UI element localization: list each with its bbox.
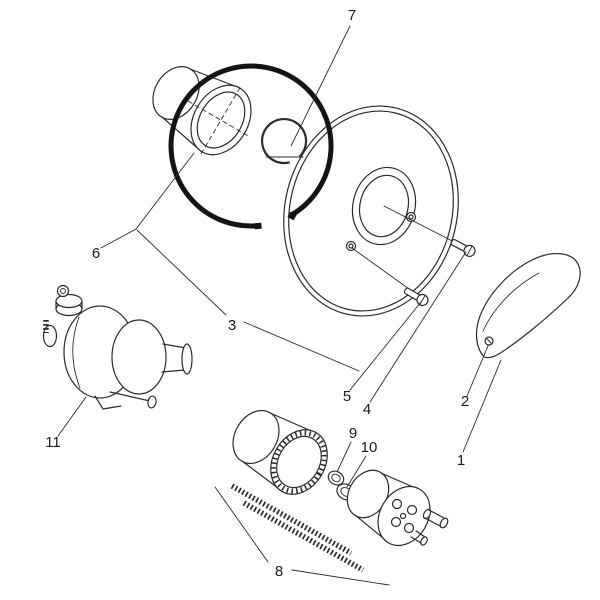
- leader-part-9: [336, 441, 352, 473]
- part-label-4: 4: [363, 401, 371, 418]
- leader-part-11: [57, 396, 87, 437]
- leader-part-10: [346, 455, 367, 488]
- handle-lever-outline: [475, 253, 581, 359]
- stop-sleeve: [232, 409, 328, 495]
- plate-rim-line: [288, 110, 454, 312]
- stop-sleeve-knurling: [271, 430, 327, 494]
- cartridge: [346, 469, 431, 547]
- bracket-part-8-right: [291, 569, 390, 586]
- screw-axis-line-lower: [351, 247, 417, 295]
- seal-ring-part-7: [261, 118, 308, 165]
- plate-screw-hole-bottom-inner: [348, 243, 354, 249]
- plate-hub-inner: [358, 174, 410, 238]
- cartridge-hole-1: [391, 498, 403, 510]
- set-screw-part-2: [484, 336, 494, 346]
- stop-sleeve-bore: [276, 435, 322, 489]
- cartridge-stub-top: [410, 536, 422, 544]
- leader-part-6: [100, 152, 195, 249]
- cartridge-hole-2: [406, 504, 418, 516]
- part-label-5: 5: [343, 388, 351, 405]
- handle-edge-highlight: [482, 272, 540, 332]
- valve-stub-top: [162, 343, 187, 349]
- screw-part-4: [450, 238, 476, 257]
- valve-bottom-lever: [109, 391, 151, 402]
- sleeve-centerline-axis: [187, 100, 251, 138]
- screw-axis-line-upper: [383, 205, 463, 247]
- valve-port-knob-inner: [60, 288, 66, 294]
- threaded-rod-1: [230, 483, 353, 556]
- bracket-part-3-right: [243, 321, 360, 372]
- valve-stub-cap: [181, 343, 193, 375]
- cartridge-hole-4: [403, 522, 415, 534]
- screw-part-5: [403, 287, 429, 307]
- pin-bottom-edge: [424, 517, 443, 528]
- part-label-11: 11: [45, 434, 61, 451]
- o-ring-part-9: [327, 470, 345, 486]
- leader-lines: [57, 25, 502, 586]
- split-ring: [168, 63, 334, 230]
- plate-screw-hole-top-inner: [408, 214, 414, 220]
- sleeve-part-6: [152, 66, 252, 156]
- split-ring-end-lug-left: [254, 222, 262, 230]
- cartridge-stub-cap: [420, 536, 428, 546]
- cartridge-front-face: [377, 485, 431, 547]
- valve-port-ring-upper: [55, 293, 83, 309]
- valve-stub-bottom: [161, 369, 186, 373]
- valve-body-front: [111, 319, 167, 395]
- valve-port-knob: [56, 284, 70, 298]
- part-label-2: 2: [461, 393, 469, 410]
- leader-part-5: [349, 301, 422, 391]
- set-screw-slot: [486, 338, 492, 344]
- diagram-root: 1 2 3 4 5 6 7 8 9 10 11: [42, 7, 581, 586]
- valve-body-part-11: [42, 284, 193, 410]
- pin: [422, 508, 449, 529]
- pin-top-edge: [428, 509, 447, 520]
- valve-bottom-lever-cap: [147, 395, 157, 409]
- part-label-3: 3: [228, 317, 236, 334]
- valve-body-inner-arc: [72, 316, 81, 389]
- bracket-part-3-left: [136, 229, 227, 316]
- threaded-rod-2: [242, 500, 365, 573]
- valve-bottom-bracket: [94, 395, 122, 410]
- part-label-9: 9: [349, 425, 357, 442]
- part-labels: 1 2 3 4 5 6 7 8 9 10 11: [45, 7, 469, 580]
- pin-front-cap: [439, 517, 449, 529]
- o-ring-9-outer: [327, 470, 345, 486]
- leader-part-2: [466, 345, 489, 397]
- part-label-7: 7: [348, 7, 356, 24]
- cartridge-hole-3: [390, 516, 402, 528]
- bracket-part-8-left: [214, 486, 269, 563]
- cartridge-hole-center: [399, 512, 407, 520]
- valve-left-ring: [42, 324, 58, 348]
- leader-part-7: [290, 25, 351, 147]
- sleeve-centerline-cross: [200, 85, 242, 155]
- seal-ring-outline: [261, 118, 308, 165]
- split-ring-end-lug-right: [287, 211, 297, 221]
- part-label-1: 1: [457, 452, 465, 469]
- part-label-8: 8: [275, 563, 283, 580]
- screw-5-slot: [419, 294, 426, 306]
- threaded-screws-part-8: [230, 483, 365, 573]
- part-label-6: 6: [92, 245, 100, 262]
- o-ring-9-inner: [331, 473, 341, 483]
- handle-part-1: [475, 253, 581, 359]
- screw-4-slot: [466, 245, 473, 257]
- escutcheon-plate-part-3: [283, 105, 459, 317]
- leader-part-4: [369, 251, 467, 403]
- split-ring-outline: [168, 63, 334, 229]
- plate-screw-hole-bottom: [345, 240, 357, 252]
- leader-part-1: [462, 359, 502, 453]
- plate-screw-hole-top: [405, 211, 417, 223]
- part-label-10: 10: [361, 439, 378, 456]
- cartridge-stub-bottom: [415, 530, 426, 538]
